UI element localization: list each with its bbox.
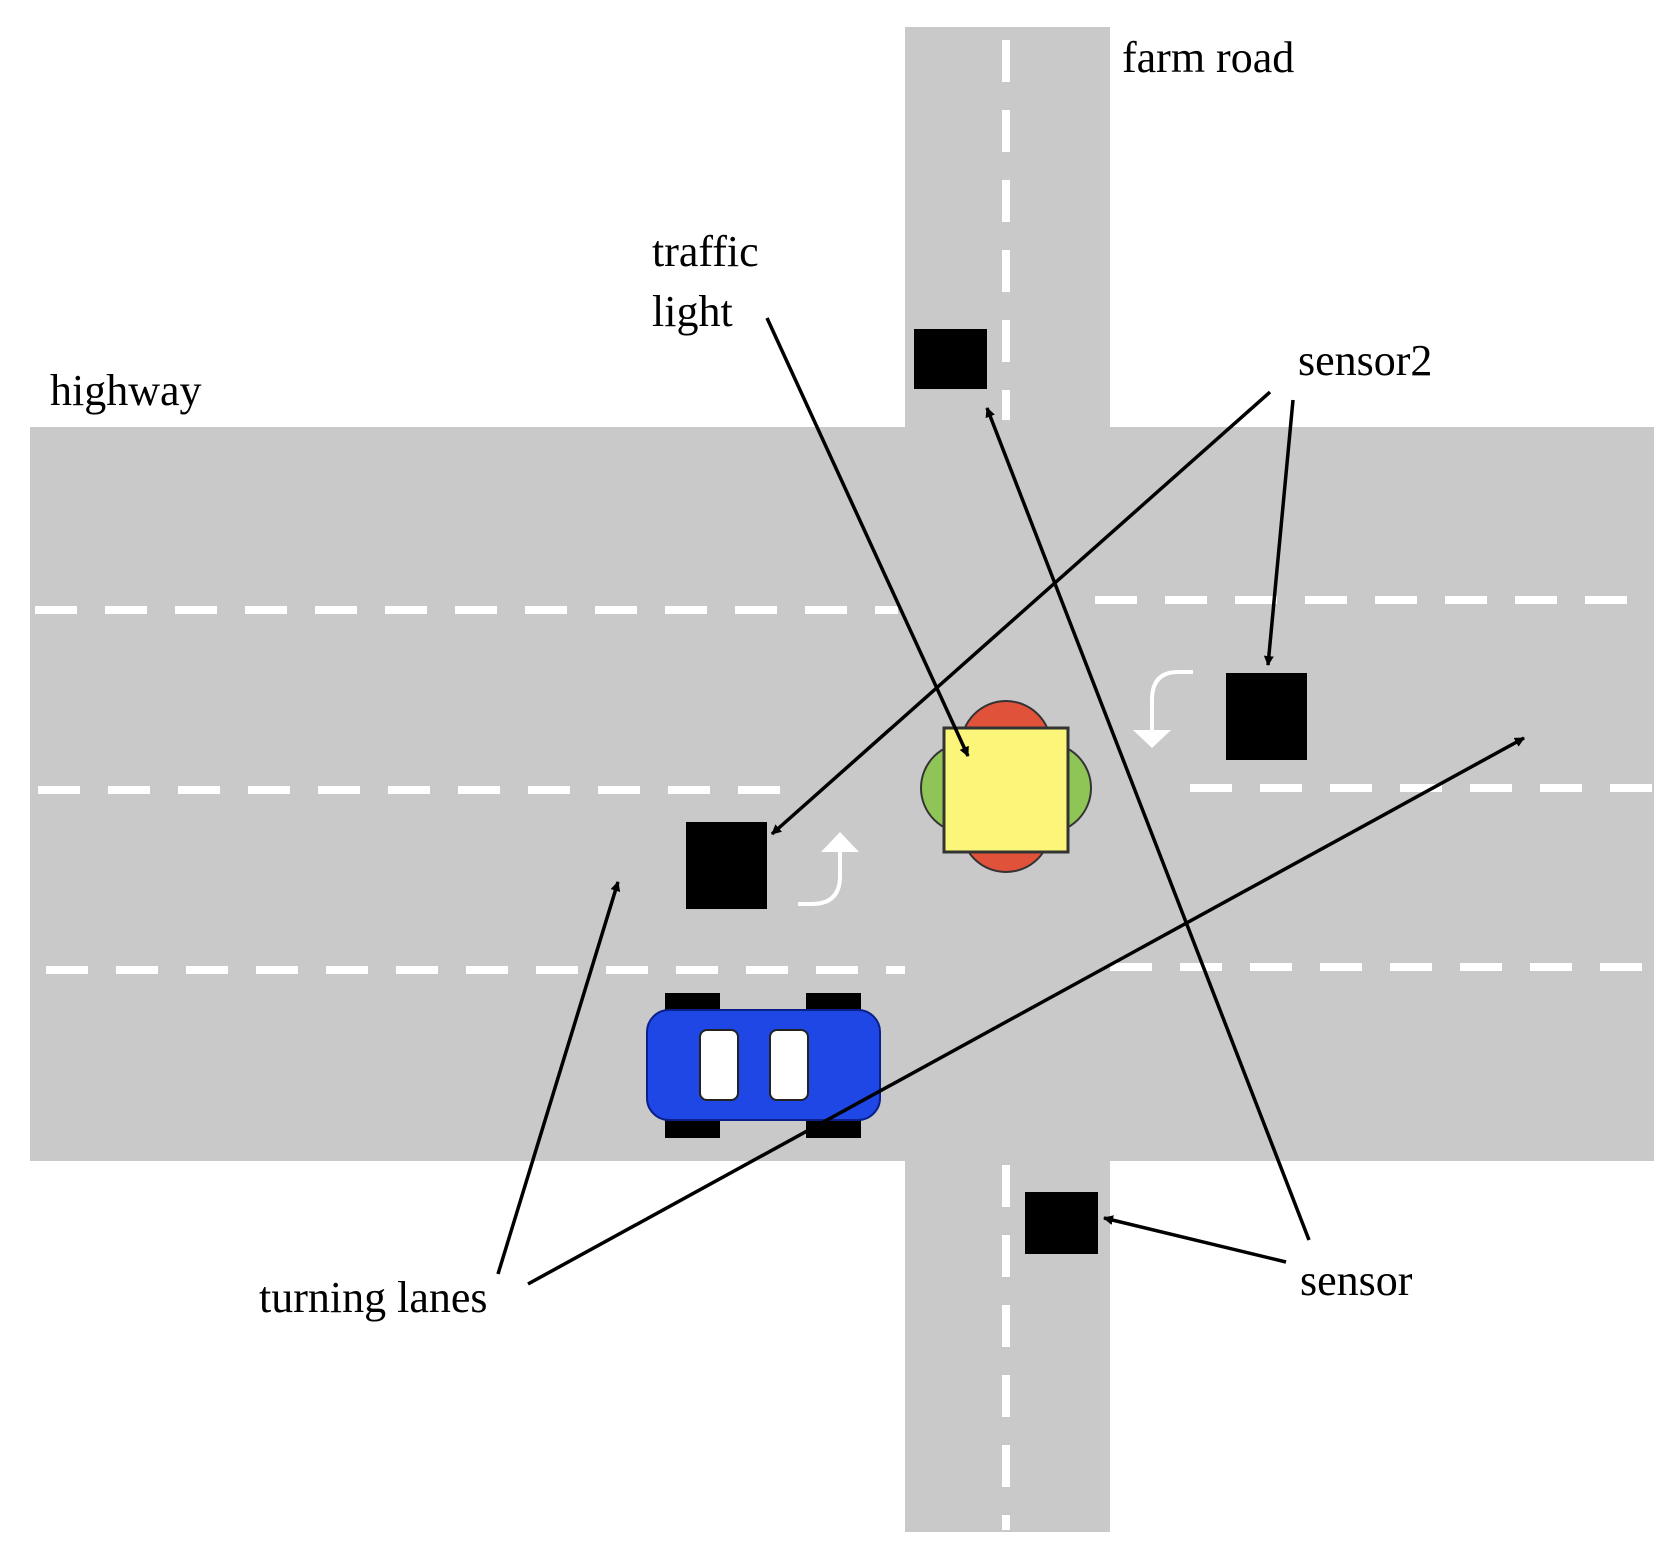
left-turn-arrow-westbound	[1150, 670, 1193, 745]
sensors	[686, 329, 1307, 1254]
lane-markings	[35, 40, 1654, 1530]
sensor2-label: sensor2	[1298, 336, 1432, 385]
sensor-pointer-north	[985, 407, 1311, 1241]
sensor-pointer-south	[1103, 1215, 1287, 1264]
labels: farm road traffic light highway sensor2 …	[50, 33, 1432, 1322]
sensor-box-north	[914, 329, 987, 389]
car-window-2	[769, 1029, 809, 1101]
sensor2-box-east	[1226, 673, 1307, 760]
arrow-head-westbound	[1133, 730, 1171, 748]
arrow-head-eastbound	[821, 832, 859, 852]
traffic-light-pointer	[765, 317, 970, 757]
sensor2-box-west	[686, 822, 767, 909]
car-window-1	[699, 1029, 739, 1101]
sensor2-pointer-west	[770, 390, 1272, 836]
sensor2-pointer-east	[1263, 399, 1295, 666]
farm-road-label: farm road	[1122, 33, 1294, 82]
left-turn-arrow-eastbound	[798, 840, 842, 906]
highway-label: highway	[50, 366, 202, 415]
traffic-light-label-line2: light	[652, 287, 733, 336]
car-body	[646, 1009, 881, 1121]
turning-lanes-pointer-west	[496, 881, 621, 1275]
leader-arrows	[496, 317, 1525, 1286]
traffic-light-label-line1: traffic	[652, 227, 759, 276]
turning-lanes-pointer-east	[527, 736, 1525, 1286]
sensor-box-south	[1025, 1192, 1098, 1254]
turn-arrows	[798, 670, 1193, 906]
sensor-label: sensor	[1300, 1256, 1413, 1305]
car	[646, 993, 881, 1138]
turning-lanes-label: turning lanes	[259, 1273, 488, 1322]
traffic-light	[920, 700, 1092, 873]
